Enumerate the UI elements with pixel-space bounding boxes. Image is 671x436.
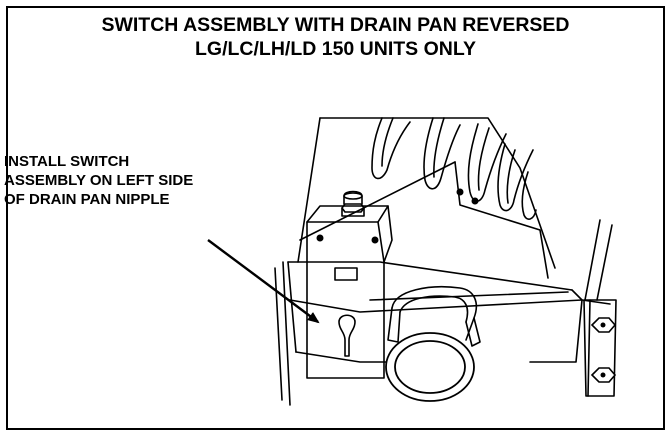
drain-pan-left-flange-2 [282, 261, 291, 406]
cabinet-panel-diagonal [299, 161, 456, 241]
clamp-tab-left [387, 307, 401, 343]
callout-line-2: ASSEMBLY ON LEFT SIDE [4, 172, 194, 189]
right-pipe-outer [584, 219, 601, 301]
cabinet-panel-step [454, 161, 549, 279]
diagram-title-line-2: LG/LC/LH/LD 150 UNITS ONLY [195, 38, 476, 60]
side-bolt-upper-center [600, 322, 606, 328]
drain-pan-top-rim [287, 261, 573, 291]
right-pipe-inner [596, 224, 613, 301]
switch-plunger-top [343, 192, 363, 200]
callout-line-3: OF DRAIN PAN NIPPLE [4, 191, 170, 208]
switch-bracket-slot [334, 267, 358, 281]
side-bracket [583, 299, 617, 397]
diagram-frame [6, 6, 665, 430]
callout-line-1: INSTALL SWITCH [4, 153, 130, 170]
clamp-band [391, 286, 478, 341]
drain-pan-inner-lip [369, 291, 569, 301]
diagram-title-line-1: SWITCH ASSEMBLY WITH DRAIN PAN REVERSED [101, 14, 570, 36]
side-bolt-lower-center [600, 372, 606, 378]
drain-pan-right-end [529, 289, 583, 363]
coil-tube-4 [497, 143, 534, 212]
bracket-screw-left [316, 234, 324, 242]
cabinet-panel-outline [319, 117, 556, 269]
coil-rivet-2 [471, 197, 479, 205]
switch-stem [341, 207, 365, 217]
switch-bracket-keyhole [338, 314, 356, 357]
drain-pan-front-top [289, 299, 583, 313]
coil-tube-1 [371, 117, 411, 180]
switch-bracket-side [383, 205, 393, 263]
drain-pan-left-flange [274, 267, 283, 401]
coil-tube-4-inner [506, 149, 516, 204]
switch-bracket-face [306, 221, 385, 379]
bracket-screw-right [371, 236, 379, 244]
switch-bracket-top [306, 205, 389, 223]
side-bracket-edge [587, 299, 591, 397]
coil-tube-5 [521, 171, 537, 220]
coil-tube-2-inner [433, 117, 445, 178]
coil-rivet-1 [456, 188, 464, 196]
clamp-tab-right [465, 317, 481, 347]
callout-arrow [207, 239, 320, 324]
coil-tube-3-inner [477, 127, 490, 191]
switch-hex [341, 203, 365, 213]
clamp-band-inner [399, 295, 469, 323]
nipple-inner-ring [394, 340, 466, 394]
cabinet-panel-left-edge [297, 117, 321, 263]
coil-tube-1-inner [381, 117, 394, 167]
callout-text: INSTALL SWITCH ASSEMBLY ON LEFT SIDE OF … [4, 152, 304, 209]
drain-pan-left-end [287, 261, 297, 353]
coil-tube-2 [423, 117, 461, 190]
